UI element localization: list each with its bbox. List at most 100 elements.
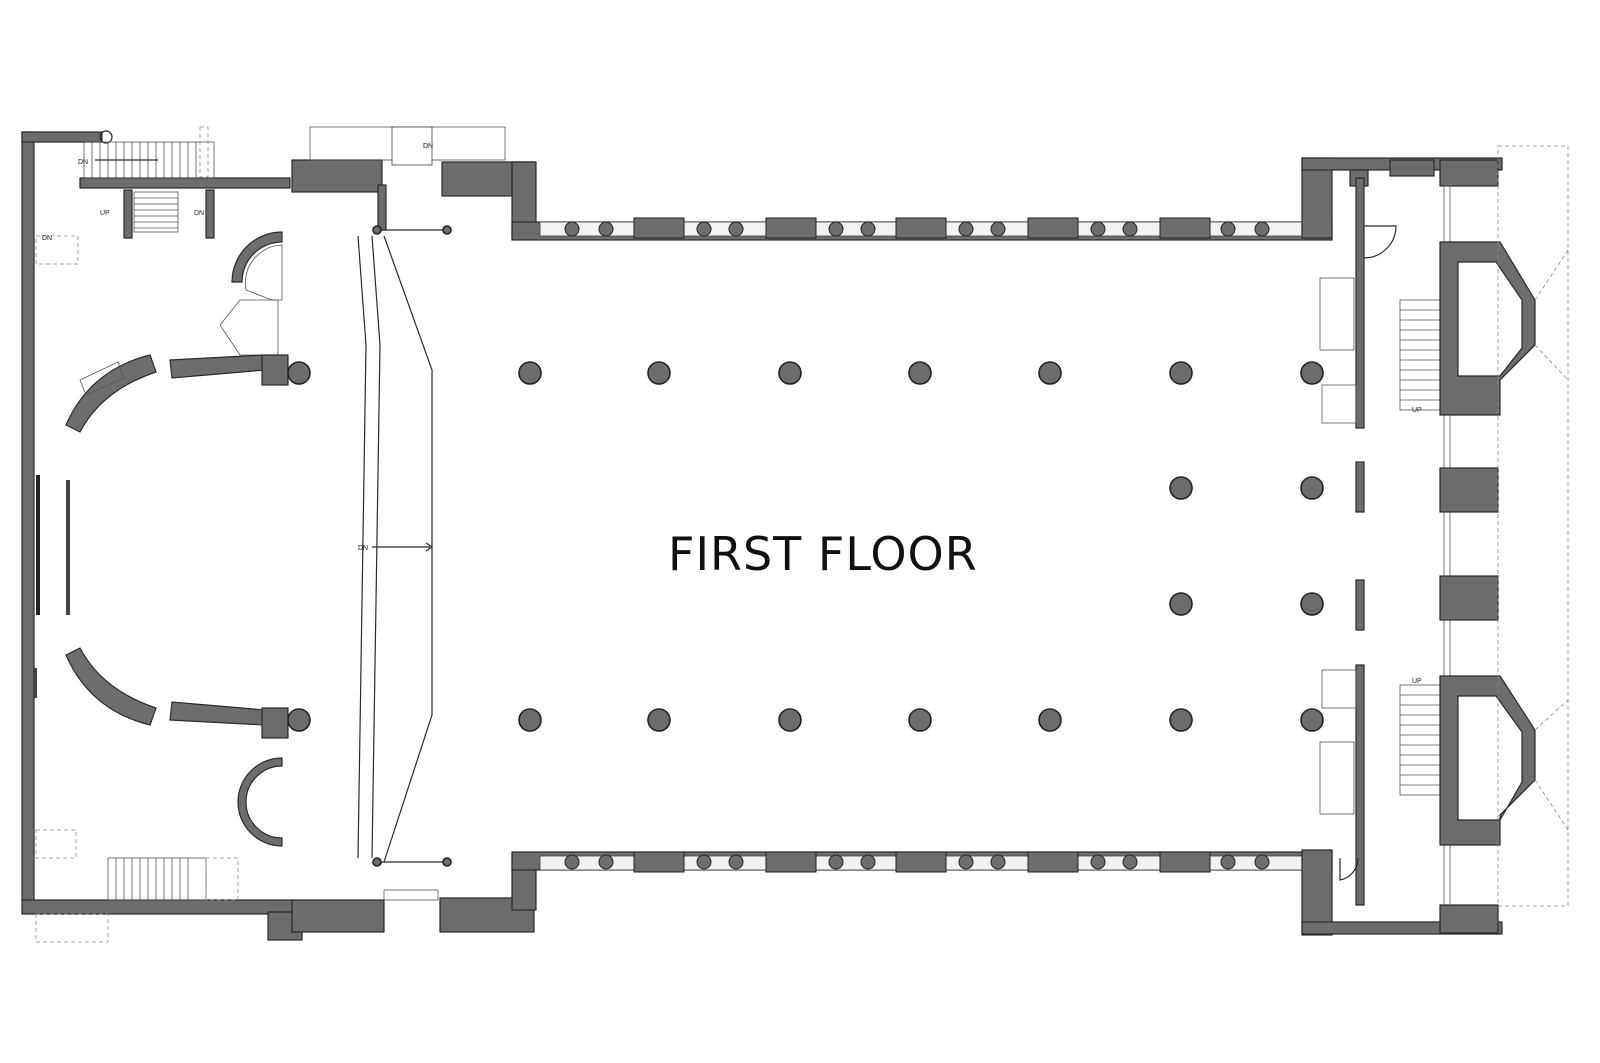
column [1300,708,1324,732]
ramp-edge-left-2 [371,235,381,859]
column [1300,361,1324,385]
vestibule-booth [1319,277,1355,351]
column [647,361,671,385]
post-nw [372,225,382,235]
column [908,361,932,385]
stair-landing [35,235,79,265]
floor-title: FIRST FLOOR [668,527,978,581]
south-block [291,899,385,933]
apse-wall-north-2 [169,354,266,379]
spiral-stair-treads [244,244,283,301]
east-pier-1 [1439,467,1499,513]
vestibule-wall-mid [1355,461,1365,513]
spiral-stair [219,231,283,356]
post-sw [372,857,382,867]
column [1038,361,1062,385]
east-stair-lower [1399,684,1441,796]
south-wall-left [21,899,298,915]
stair-run-3 [107,857,207,901]
stair-bottom-left [35,829,239,943]
west-window [36,475,40,615]
up-right-label-2: UP [1412,678,1422,685]
stair-run [83,141,215,179]
corner-post [99,130,113,144]
se-corner [1439,904,1499,934]
ramp: DN [357,225,452,901]
post-se [442,857,452,867]
left-wing [21,130,537,941]
stair-landing-2 [219,299,279,356]
west-door-jamb [34,668,37,698]
stair-top-left: DN UP DN DN [35,141,215,265]
portico-lines [1534,249,1569,831]
east-tower-north [1439,241,1536,416]
stair-top-center: DN [199,126,506,178]
dn-label: DN [78,159,88,166]
column [1169,476,1193,500]
door-swing [1363,225,1397,259]
dn-label-2: DN [194,210,204,217]
ne-pier [1301,157,1333,239]
column [908,708,932,732]
east-pier-2 [1439,575,1499,621]
up-label: UP [100,210,110,217]
se-pier [1301,849,1333,936]
column [1300,476,1324,500]
stair-wall-2 [205,189,215,239]
apse-wall-south [65,647,157,726]
spiral-stair-wall [231,231,283,283]
vestibule-wall-mid-2 [1355,579,1365,631]
column [1169,361,1193,385]
stair-wall [123,189,133,239]
rail [199,126,209,178]
apse [65,354,289,847]
dn-left-label: DN [42,235,52,242]
column [518,361,542,385]
west-window-inner [66,480,70,615]
dn-center-label: DN [423,143,433,150]
stair-landing-3 [35,829,77,859]
column [1169,592,1193,616]
apse-niche [79,361,125,396]
vestibule-booth-4 [1321,669,1357,709]
north-wall [511,217,1333,241]
column [1038,708,1062,732]
column [1169,708,1193,732]
vestibule-wall-s [1355,664,1365,906]
column [647,708,671,732]
south-niche-wall [237,757,283,847]
ramp-arrowhead [425,542,434,552]
column [287,361,311,385]
east-stair-upper [1399,299,1441,411]
exterior-portico [1497,145,1569,907]
northwest-wall [21,131,103,143]
south-threshold [383,889,439,901]
column [778,708,802,732]
east-frame [1443,185,1451,907]
entry-jamb-n [377,184,387,231]
right-wing: UP UP [1301,145,1569,936]
columns [287,361,1324,732]
apse-pier-south [261,707,289,739]
ne-corner [1439,159,1499,187]
north-stair-wall [79,177,291,189]
post-ne [442,225,452,235]
vestibule-booth-2 [1319,741,1355,815]
ne-post-2 [1389,159,1435,177]
apse-pier-north [261,354,289,386]
ramp-edge-right [383,235,433,863]
stair-run-2 [133,191,179,233]
vestibule-booth-3 [1321,384,1357,424]
north-block [291,159,383,193]
stair-landing-4 [205,857,239,901]
up-right-label: UP [1412,407,1422,414]
door-swing-2 [1339,857,1359,881]
east-tower-south [1439,675,1536,846]
column [1300,592,1324,616]
ramp-dn-label: DN [358,545,368,552]
stair-gap [391,126,433,166]
column [518,708,542,732]
column [778,361,802,385]
ramp-edge-left [357,235,367,859]
